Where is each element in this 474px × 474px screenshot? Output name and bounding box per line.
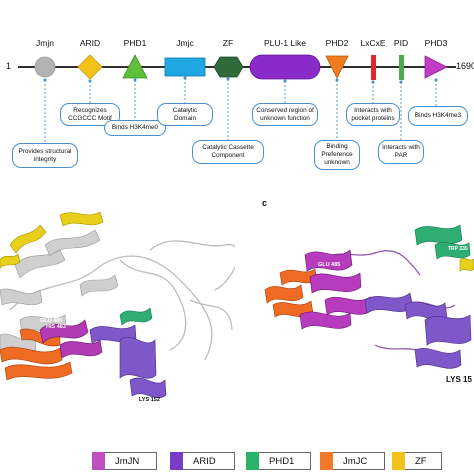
- domain-label-pid: PID: [393, 38, 409, 48]
- right-jmjc-ribbons: [264, 268, 318, 318]
- callout-binding: Binding Preference unknown: [314, 140, 360, 170]
- legend-label-jmjc: JmJC: [343, 456, 368, 467]
- right-zf-ribbons: [459, 257, 474, 272]
- legend-swatch-jmjc: [320, 452, 333, 470]
- domain-label-phd1: PHD1: [123, 38, 147, 48]
- zf-domain-shape: [213, 56, 244, 78]
- residue-label-trp335-right: TRP 335: [448, 246, 468, 252]
- callout-catalytic: Catalytic Domain: [157, 103, 213, 126]
- legend-label-jmjn: JmJN: [115, 456, 140, 467]
- residue-label-his483-left: HIS 483: [46, 324, 66, 330]
- pid-domain-shape: [399, 55, 404, 80]
- residue-label-lys15-right: LYS 15: [446, 375, 472, 384]
- arid-domain-shape: [77, 54, 103, 80]
- legend-swatch-jmjn: [92, 452, 105, 470]
- arid-ribbons: [89, 324, 167, 399]
- jmjn-domain-shape: [34, 56, 56, 78]
- right-arid-ribbons: [364, 292, 472, 369]
- residue-label-his483-right: HIS 483: [332, 271, 352, 277]
- domain-label-jmjc: Jmjc: [176, 38, 194, 48]
- legend-label-phd1: PHD1: [269, 456, 295, 467]
- legend-label-arid: ARID: [193, 456, 216, 467]
- jmjc-domain-shape: [164, 57, 206, 77]
- sequence-start-label: 1: [6, 61, 12, 71]
- lxcxe-domain-shape: [371, 55, 376, 80]
- residue-label-glu485-right: GLU 485: [318, 262, 341, 268]
- protein-structure-right: [264, 224, 474, 369]
- right-jmjn-ribbons: [299, 249, 372, 330]
- connector-dots: [43, 76, 438, 84]
- callout-par: Interacts with PAR: [378, 140, 424, 164]
- residue-label-glu485-left: GLU 485: [40, 318, 63, 324]
- jmjc-ribbons: [0, 328, 73, 381]
- domain-label-jmjn: Jmjn: [36, 38, 54, 48]
- legend-item-jmjc: JmJC: [320, 452, 385, 470]
- domain-label-plu1: PLU-1 Like: [263, 38, 307, 48]
- legend-swatch-arid: [170, 452, 183, 470]
- legend-swatch-zf: [392, 452, 405, 470]
- domain-label-phd3: PHD3: [424, 38, 448, 48]
- domain-map-graphics: [18, 54, 456, 143]
- legend-label-zf: ZF: [415, 456, 427, 467]
- legend-swatch-phd1: [246, 452, 259, 470]
- callout-pocket: Interacts with pocket proteins: [346, 103, 400, 126]
- right-phd1-ribbons: [414, 224, 471, 260]
- phd1-ribbons: [119, 307, 153, 326]
- annotation-connectors: [44, 78, 437, 143]
- domain-label-phd2: PHD2: [325, 38, 349, 48]
- residue-label-lys152-left: LYS 152: [139, 397, 160, 403]
- phd3-domain-shape: [424, 55, 448, 79]
- protein-structure-left: [0, 211, 235, 399]
- phd2-domain-shape: [325, 55, 349, 79]
- legend-item-jmjn: JmJN: [92, 452, 157, 470]
- legend-item-zf: ZF: [392, 452, 442, 470]
- callout-h3k4me3: Binds H3K4me3: [408, 106, 468, 126]
- zf-ribbons: [0, 211, 104, 269]
- callout-cassette: Catalytic Cassette Component: [192, 140, 264, 164]
- plu1-domain-shape: [249, 54, 321, 80]
- jmjn-ribbons: [39, 319, 103, 359]
- phd1-domain-shape: [122, 54, 148, 79]
- sequence-end-label: 1690: [456, 61, 474, 71]
- callout-cgcccc: Recognizes CCGCCC Motif: [60, 103, 120, 126]
- callout-h3k4me0: Binds H3K4me0: [104, 120, 166, 136]
- domain-label-zf: ZF: [222, 38, 234, 48]
- legend-item-arid: ARID: [170, 452, 235, 470]
- domain-label-lxcxe: LxCxE: [360, 38, 386, 48]
- callout-structural: Provides structural integrity: [12, 143, 78, 168]
- domain-label-arid: ARID: [79, 38, 101, 48]
- legend-item-phd1: PHD1: [246, 452, 311, 470]
- callout-conserved: Conserved region of unknown function: [252, 103, 318, 126]
- panel-letter-c: c: [262, 198, 268, 208]
